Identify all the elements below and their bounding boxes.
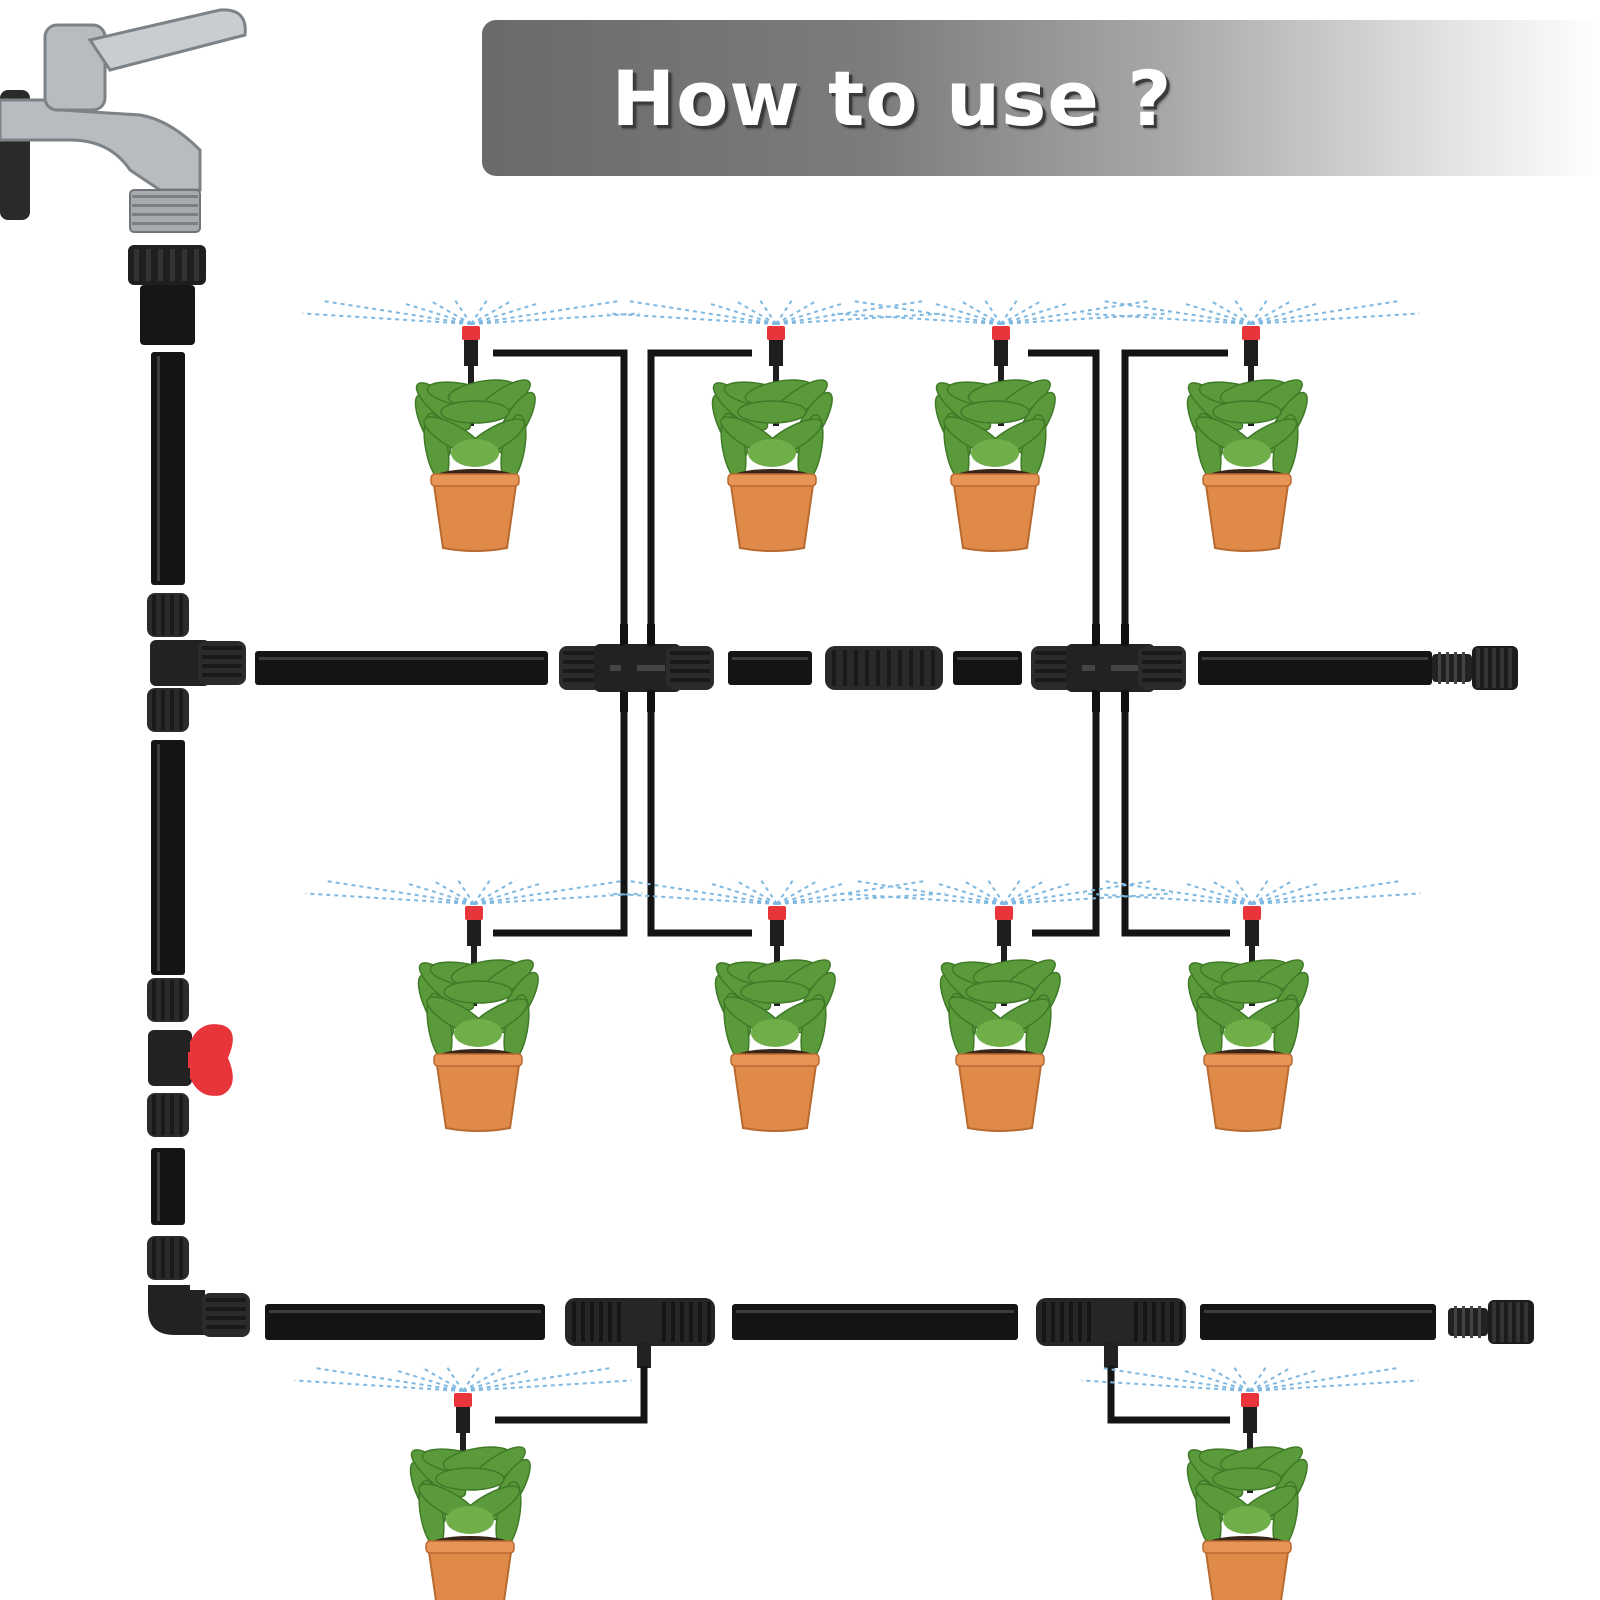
main-tube-segment bbox=[151, 352, 185, 585]
water-spray bbox=[607, 297, 945, 325]
plant-leaves bbox=[711, 379, 833, 483]
potted-plant-icon bbox=[1081, 1364, 1419, 1600]
pot bbox=[955, 1049, 1045, 1132]
potted-plant-icon bbox=[302, 297, 640, 552]
coupling-nut bbox=[147, 978, 189, 1022]
tee-connector-icon bbox=[147, 593, 189, 637]
plant-leaves bbox=[934, 379, 1056, 483]
plant-leaves bbox=[714, 959, 836, 1063]
tee-connector-icon bbox=[565, 1298, 715, 1368]
main-tube-segment bbox=[1198, 651, 1432, 685]
plant-leaves bbox=[1186, 1446, 1308, 1550]
potted-plant-icon bbox=[1083, 877, 1421, 1132]
pot bbox=[433, 1049, 523, 1132]
micro-tubing bbox=[493, 349, 628, 624]
micro-tubing bbox=[1121, 349, 1228, 624]
plant-leaves bbox=[939, 959, 1061, 1063]
micro-tubing bbox=[647, 349, 752, 624]
pot bbox=[730, 1049, 820, 1132]
pot bbox=[727, 469, 817, 552]
pot bbox=[430, 469, 520, 552]
pot bbox=[950, 469, 1040, 552]
hose-adapter-icon bbox=[128, 245, 206, 345]
title-banner: How to use ? bbox=[482, 20, 1600, 176]
main-tube-segment bbox=[953, 651, 1022, 685]
potted-plant-icon bbox=[305, 877, 643, 1132]
water-spray bbox=[294, 1364, 632, 1392]
potted-plant-icon bbox=[1082, 297, 1420, 552]
coupling-nut bbox=[147, 1236, 189, 1280]
pot bbox=[1202, 469, 1292, 552]
water-spray bbox=[608, 877, 946, 905]
coupling-nut bbox=[198, 641, 246, 685]
potted-plant-icon bbox=[607, 297, 945, 552]
micro-tubing bbox=[1121, 712, 1230, 937]
coupling-nut bbox=[666, 646, 714, 690]
banner-title: How to use ? bbox=[611, 53, 1173, 143]
plant-leaves bbox=[409, 1446, 531, 1550]
potted-plant-icon bbox=[832, 297, 1170, 552]
micro-tubing bbox=[1032, 712, 1100, 937]
sprinkler-icon bbox=[1082, 297, 1420, 426]
micro-tubing bbox=[647, 712, 752, 937]
main-tube-segment bbox=[151, 740, 185, 975]
end-plug-icon bbox=[1448, 1300, 1534, 1344]
water-spray bbox=[1082, 297, 1420, 325]
micro-tubing bbox=[1107, 1366, 1230, 1424]
water-spray bbox=[302, 297, 640, 325]
tee-connector-icon bbox=[1036, 1298, 1186, 1368]
coupling-nut bbox=[1138, 646, 1186, 690]
faucet-icon bbox=[0, 8, 247, 233]
main-tube-segment bbox=[1200, 1304, 1436, 1340]
coupling-nut bbox=[147, 688, 189, 732]
tee-connector-icon bbox=[150, 640, 210, 686]
main-tube-segment bbox=[265, 1304, 545, 1340]
plant-leaves bbox=[1186, 379, 1308, 483]
micro-tubing bbox=[493, 712, 628, 937]
pot bbox=[1203, 1049, 1293, 1132]
end-plug-icon bbox=[1432, 646, 1518, 690]
elbow-connector-icon bbox=[148, 1285, 205, 1335]
main-tube-segment bbox=[151, 1148, 185, 1225]
water-spray bbox=[305, 877, 643, 905]
potted-plant-icon bbox=[835, 877, 1173, 1132]
plant-leaves bbox=[1187, 959, 1309, 1063]
ball-valve-icon bbox=[148, 1024, 233, 1096]
coupling-nut bbox=[147, 1093, 189, 1137]
main-tube-segment bbox=[728, 651, 812, 685]
potted-plant-icon bbox=[608, 877, 946, 1132]
main-tube-segment bbox=[732, 1304, 1018, 1340]
water-spray bbox=[835, 877, 1173, 905]
micro-tubing bbox=[495, 1366, 648, 1424]
main-tube-segment bbox=[255, 651, 548, 685]
water-spray bbox=[1083, 877, 1421, 905]
water-spray bbox=[832, 297, 1170, 325]
water-spray bbox=[1081, 1364, 1419, 1392]
coupling-nut bbox=[202, 1293, 250, 1337]
straight-coupling-icon bbox=[825, 646, 943, 690]
micro-tubing bbox=[1028, 349, 1100, 624]
sprinkler-icon bbox=[832, 297, 1170, 426]
pot bbox=[425, 1536, 515, 1600]
pot bbox=[1202, 1536, 1292, 1600]
plant-leaves bbox=[417, 959, 539, 1063]
potted-plant-icon bbox=[294, 1364, 632, 1600]
plant-leaves bbox=[414, 379, 536, 483]
